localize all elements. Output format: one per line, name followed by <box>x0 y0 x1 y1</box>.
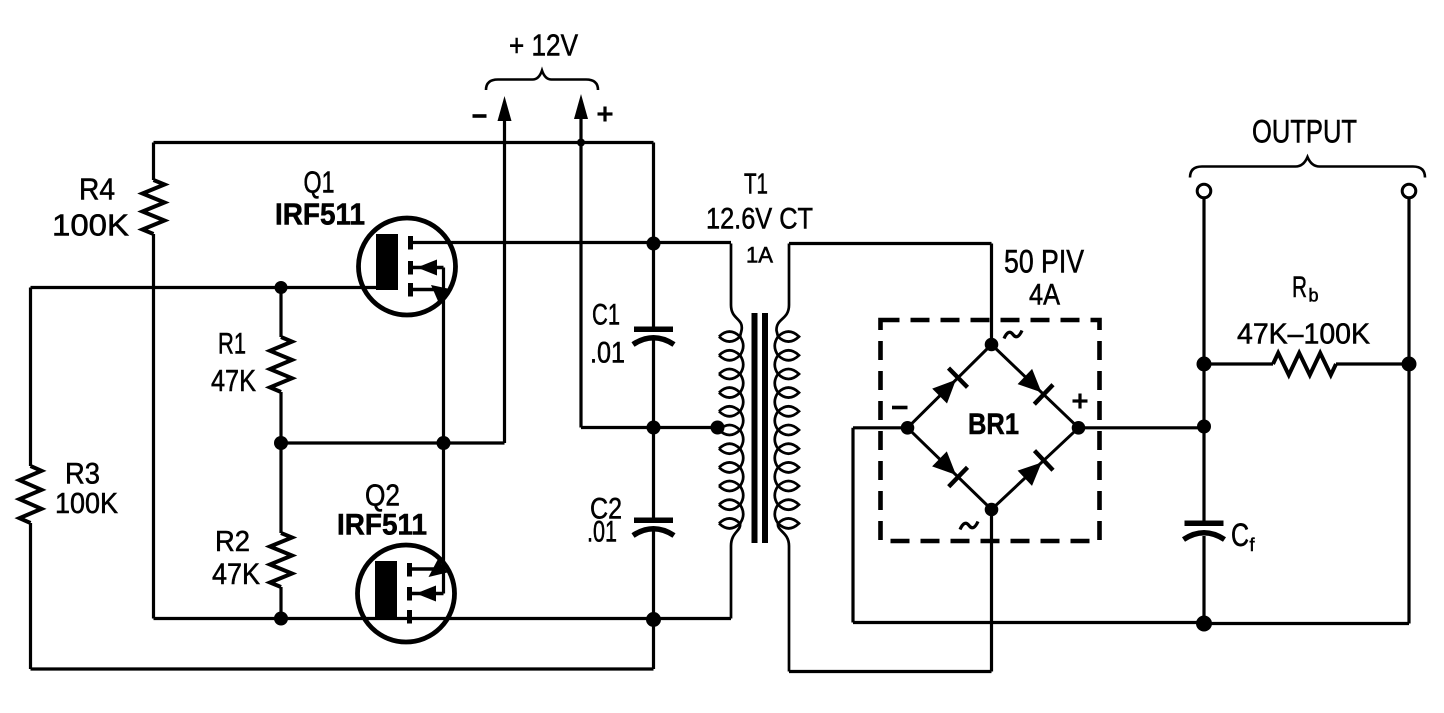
svg-text:IRF511: IRF511 <box>337 509 427 542</box>
svg-text:f: f <box>1250 535 1256 555</box>
svg-text:.01: .01 <box>590 337 625 370</box>
svg-text:50 PIV: 50 PIV <box>1004 244 1085 280</box>
svg-text:+ 12V: + 12V <box>509 28 578 63</box>
svg-text:12.6V CT: 12.6V CT <box>706 203 813 236</box>
svg-text:100K: 100K <box>55 488 119 520</box>
svg-text:47K: 47K <box>211 363 256 398</box>
svg-text:Q1: Q1 <box>304 165 335 200</box>
svg-text:.01: .01 <box>587 516 617 549</box>
svg-text:C: C <box>1231 517 1249 553</box>
svg-text:BR1: BR1 <box>968 408 1019 441</box>
svg-text:Q2: Q2 <box>365 478 400 513</box>
svg-text:b: b <box>1309 286 1319 306</box>
svg-text:100K: 100K <box>52 208 129 243</box>
svg-text:T1: T1 <box>744 169 768 201</box>
svg-text:OUTPUT: OUTPUT <box>1252 114 1357 150</box>
svg-text:IRF511: IRF511 <box>275 197 365 232</box>
svg-text:R1: R1 <box>218 328 246 361</box>
svg-text:R2: R2 <box>215 526 250 558</box>
svg-text:1A: 1A <box>746 243 773 268</box>
svg-text:47K: 47K <box>212 558 260 591</box>
svg-text:4A: 4A <box>1029 279 1060 312</box>
svg-text:C2: C2 <box>590 493 622 526</box>
svg-text:C1: C1 <box>592 299 620 332</box>
svg-text:R3: R3 <box>65 458 100 491</box>
svg-text:R: R <box>1292 271 1307 304</box>
svg-text:47K–100K: 47K–100K <box>1237 319 1371 351</box>
svg-text:R4: R4 <box>79 172 115 207</box>
